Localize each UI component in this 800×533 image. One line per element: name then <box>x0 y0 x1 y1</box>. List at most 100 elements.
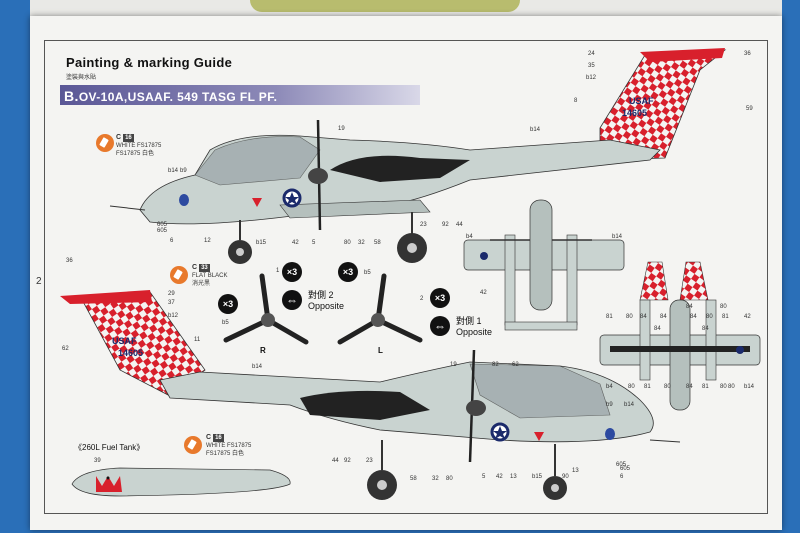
nose-code: 605 <box>157 228 168 234</box>
paint-brush-icon <box>96 134 114 152</box>
paint-letter: C <box>192 264 198 271</box>
decal-callout: 80 <box>626 314 633 320</box>
decal-callout: 6 <box>620 474 624 480</box>
decal-callout: 84 <box>686 384 693 390</box>
decal-callout: b14 <box>530 127 541 133</box>
fuel-tank-body <box>71 467 291 497</box>
decal-callout: b14 <box>252 364 263 370</box>
propeller-blade <box>259 273 271 323</box>
decal-callout: 80 <box>344 240 351 246</box>
decal-callout: b12 <box>168 313 179 319</box>
decal-callout: 80 <box>728 384 735 390</box>
decal-callout: 37 <box>168 300 175 306</box>
decal-callout: 6 <box>170 238 174 244</box>
decal-callout: 42 <box>292 240 299 246</box>
propeller-blade <box>375 273 387 323</box>
propeller-spinner <box>466 400 486 416</box>
paint-line2: 消光黑 <box>192 281 211 287</box>
decal-callout: 12 <box>204 238 211 244</box>
opposite-num: 2 <box>328 290 334 300</box>
upper-side-view: USAF 14605 605 <box>109 48 727 264</box>
pitot-probe <box>649 439 681 443</box>
tail-serial: 14605 <box>118 348 143 358</box>
paint-code: 16 <box>123 134 134 142</box>
wheel-hub <box>236 248 244 256</box>
decal-callout: 24 <box>588 51 595 57</box>
quantity-badge: ×3 <box>430 288 450 308</box>
quantity-badge: ×3 <box>218 294 238 314</box>
paint-letter: C <box>116 134 122 141</box>
paint-letter: C <box>206 434 212 441</box>
bottom-view-boom <box>705 299 717 381</box>
paint-code: 33 <box>199 264 210 272</box>
roundel-star-icon <box>493 426 507 439</box>
decal-callout: 2 <box>420 296 424 302</box>
decal-callout: b9 <box>606 402 613 408</box>
paint-code: 16 <box>213 434 224 442</box>
decal-callout: 605 <box>157 222 168 228</box>
decal-callout: 80 <box>720 384 727 390</box>
wheel-hub <box>407 243 417 253</box>
unit-badge <box>179 194 189 206</box>
scheme-banner-text: B.OV-10A,USAAF. 549 TASG FL PF. <box>64 88 277 104</box>
canopy <box>194 136 321 186</box>
decal-callout: 90 <box>562 474 569 480</box>
boom-shadow <box>300 390 430 420</box>
decal-callout: 81 <box>702 384 709 390</box>
bottom-view-stripe <box>610 346 750 352</box>
insignia-triangle <box>252 198 262 207</box>
scheme-name: OV-10A,USAAF. 549 TASG FL PF. <box>78 90 278 104</box>
bottom-fin-checkers <box>679 261 709 301</box>
decal-callout: 11 <box>194 337 201 343</box>
decal-callout: b4 <box>466 234 473 240</box>
decal-callout: b15 <box>532 474 543 480</box>
decal-callout: b14 <box>624 402 635 408</box>
top-view-fuselage <box>529 199 553 311</box>
decal-callout: 19 <box>338 126 345 132</box>
decal-callout: 1 <box>276 268 280 274</box>
paint-line1: WHITE FS17875 <box>116 143 162 149</box>
wheel-hub <box>551 484 559 492</box>
decal-callout: 32 <box>432 476 439 482</box>
roundel <box>480 252 488 260</box>
decal-callout: 84 <box>660 314 667 320</box>
decal-callout: 39 <box>94 458 101 464</box>
guide-subtitle: 塗裝與水貼 <box>66 75 97 81</box>
decal-callout: 81 <box>722 314 729 320</box>
wheel-hub <box>377 480 387 490</box>
decal-callout: b12 <box>586 75 597 81</box>
quantity-badge: ×3 <box>282 262 302 282</box>
decal-callout: 42 <box>744 314 751 320</box>
canopy <box>469 363 611 419</box>
page-number: 2 <box>36 276 42 287</box>
swap-arrows-icon: ⇔ <box>282 290 302 310</box>
decal-callout: 19 <box>450 362 457 368</box>
decal-callout: 62 <box>512 362 519 368</box>
paint-line1: WHITE FS17875 <box>206 443 252 449</box>
decal-callout: 5 <box>482 474 486 480</box>
decal-callout: b14 <box>168 168 179 174</box>
propeller-blade <box>223 317 271 343</box>
propeller-left <box>337 273 423 345</box>
swap-arrows-icon: ⇔ <box>430 316 450 336</box>
decal-callout: 44 <box>332 458 339 464</box>
shark-mouth <box>96 476 122 492</box>
previous-page-artwork <box>250 0 520 12</box>
decal-callout: 80 <box>628 384 635 390</box>
top-view-boom <box>566 234 578 326</box>
decal-callout: 58 <box>410 476 417 482</box>
shark-eye <box>106 476 110 480</box>
propeller-hub <box>261 313 275 327</box>
decal-callout: 84 <box>690 314 697 320</box>
decal-callout: 92 <box>442 222 449 228</box>
opposite-cn: 對側 <box>308 290 327 300</box>
decal-callout: 23 <box>420 222 427 228</box>
decal-callout: 13 <box>510 474 517 480</box>
decal-callout: 84 <box>654 326 661 332</box>
top-view-boom <box>504 234 516 326</box>
fuel-tank-label: 《260L Fuel Tank》 <box>74 443 145 452</box>
